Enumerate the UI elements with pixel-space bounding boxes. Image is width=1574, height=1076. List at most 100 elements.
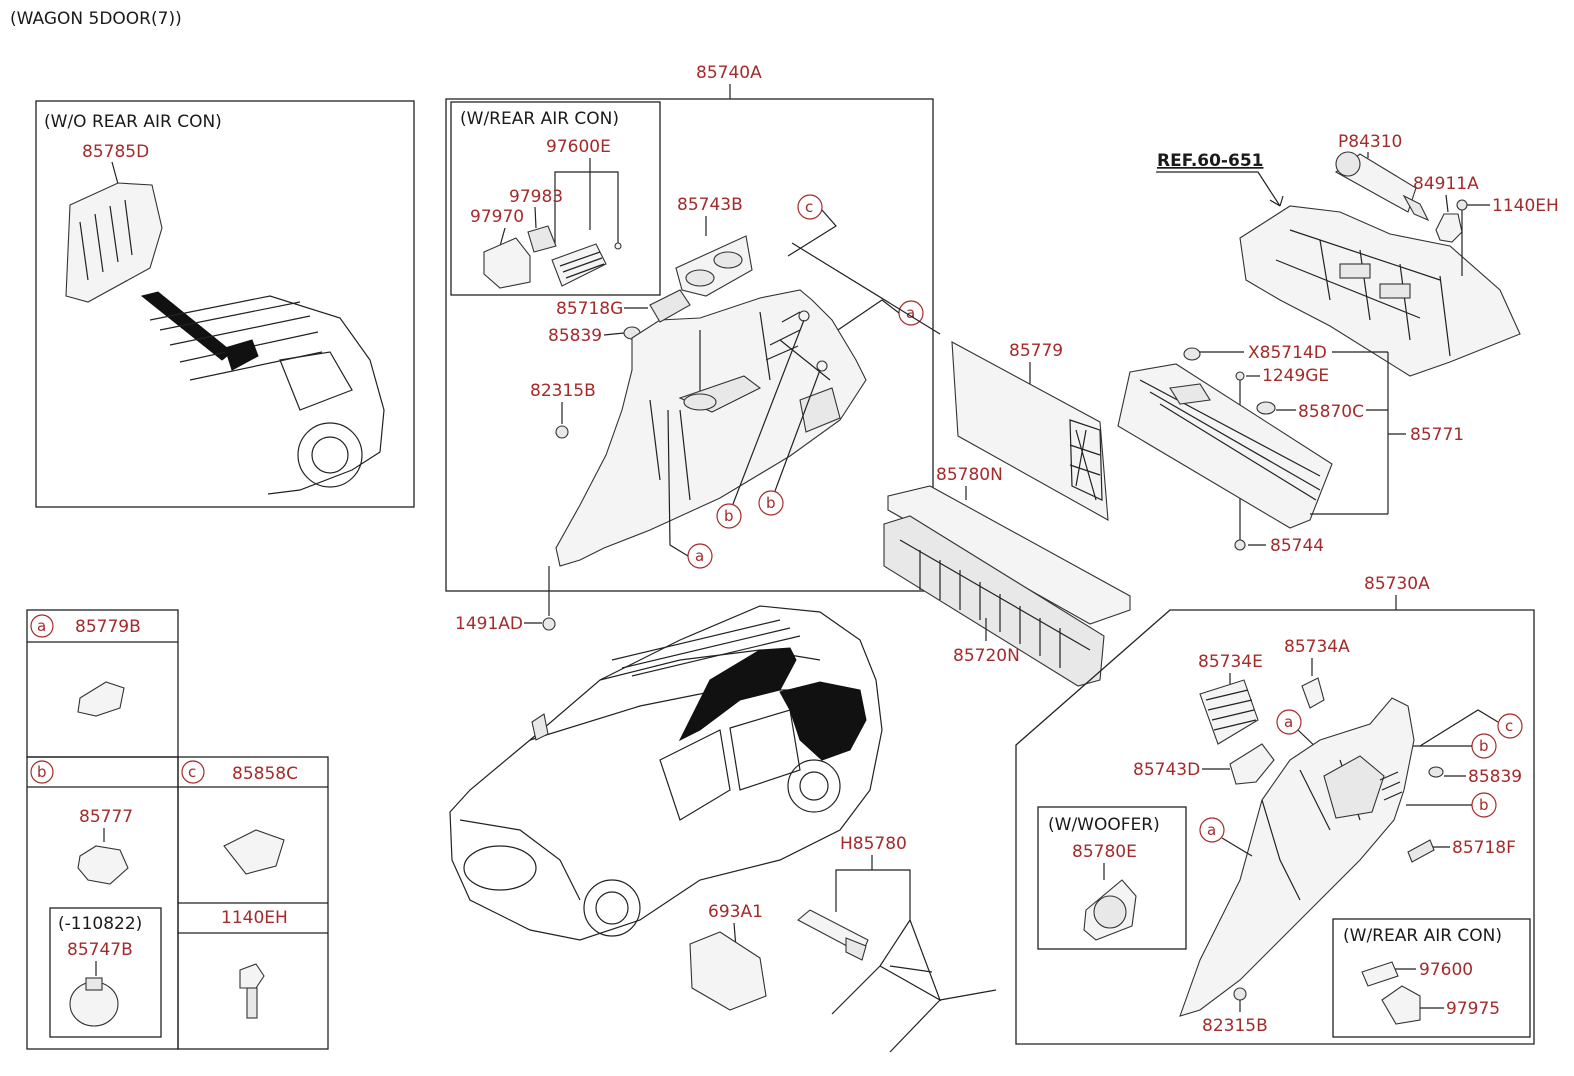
box-title-w-rear-air-con-top: (W/REAR AIR CON) <box>460 109 619 129</box>
callout-b-right-2-letter: b <box>1479 796 1489 814</box>
box-title-w-woofer: (W/WOOFER) <box>1048 815 1160 835</box>
part-85777 <box>77 845 129 885</box>
label-97600E[interactable]: 97600E <box>546 137 611 157</box>
label-85740A[interactable]: 85740A <box>696 63 762 83</box>
part-85747B <box>69 977 119 1027</box>
label-97600[interactable]: 97600 <box>1419 960 1473 980</box>
legend-letter-a: a <box>37 617 46 635</box>
label-85839-top[interactable]: 85839 <box>548 326 602 346</box>
label-X85714D[interactable]: X85714D <box>1248 343 1327 363</box>
callout-b-right <box>758 490 784 516</box>
callout-c-top-letter: c <box>805 198 813 216</box>
date-note: (-110822) <box>58 914 142 934</box>
label-H85780[interactable]: H85780 <box>840 834 907 854</box>
callout-a-right-box-1-letter: a <box>1284 713 1293 731</box>
callout-b-right-1-letter: b <box>1479 737 1489 755</box>
label-1491AD[interactable]: 1491AD <box>455 614 523 634</box>
label-1140EH-legend[interactable]: 1140EH <box>221 908 288 928</box>
box-85740A <box>445 98 934 592</box>
sill-trim-85771 <box>1117 363 1333 529</box>
callout-c-top <box>797 194 823 220</box>
box-w-rear-air-con-top <box>450 101 661 296</box>
part-1140EH <box>239 963 265 1019</box>
label-85744[interactable]: 85744 <box>1270 536 1324 556</box>
part-85734A <box>1301 677 1325 709</box>
label-1140EH-top[interactable]: 1140EH <box>1492 196 1559 216</box>
label-85734A[interactable]: 85734A <box>1284 637 1350 657</box>
rear-floor-panel <box>1239 205 1521 377</box>
label-85720N[interactable]: 85720N <box>953 646 1020 666</box>
box-85730A <box>1015 609 1535 1045</box>
label-85734E[interactable]: 85734E <box>1198 652 1263 672</box>
box-w-rear-air-con-bottom <box>1332 918 1531 1038</box>
rear-car-sketch <box>149 295 385 495</box>
label-85779[interactable]: 85779 <box>1009 341 1063 361</box>
label-97975[interactable]: 97975 <box>1446 999 1500 1019</box>
part-85734E <box>1199 679 1259 745</box>
part-85785D-cover <box>65 182 233 361</box>
part-85743D <box>1229 743 1275 785</box>
label-85839-bottom[interactable]: 85839 <box>1468 767 1522 787</box>
label-693A1[interactable]: 693A1 <box>708 902 763 922</box>
center-car-illustration <box>449 605 883 941</box>
box-title-w-rear-air-con-bottom: (W/REAR AIR CON) <box>1343 926 1502 946</box>
diagram-title: (WAGON 5DOOR(7)) <box>10 9 182 29</box>
label-85747B[interactable]: 85747B <box>67 940 133 960</box>
quarter-trim-panel <box>555 289 867 567</box>
callout-a-bottom-letter: a <box>695 547 704 565</box>
label-85870C[interactable]: 85870C <box>1298 402 1364 422</box>
box-title-wo-rear-air-con: (W/O REAR AIR CON) <box>44 112 222 132</box>
legend-callout-a <box>30 614 54 638</box>
legend-letter-b: b <box>37 763 47 781</box>
part-85743B <box>675 235 753 297</box>
callout-b-left-letter: b <box>724 507 734 525</box>
cargo-net-85779 <box>951 341 1109 521</box>
woofer-cover-85780E <box>1083 879 1137 941</box>
label-85780E[interactable]: 85780E <box>1072 842 1137 862</box>
callout-c-right <box>1497 713 1523 739</box>
callout-a-right-box-2 <box>1199 817 1225 843</box>
part-97975 <box>1381 985 1421 1025</box>
part-97600 <box>1361 961 1399 987</box>
part-84911A <box>1435 213 1463 243</box>
label-97970[interactable]: 97970 <box>470 207 524 227</box>
box-wo-rear-air-con <box>35 100 415 508</box>
callout-b-left <box>716 503 742 529</box>
label-1249GE[interactable]: 1249GE <box>1262 366 1329 386</box>
label-85858C[interactable]: 85858C <box>232 764 298 784</box>
air-vent-parts <box>483 225 622 289</box>
quarter-trim-panel-right <box>1179 697 1415 1017</box>
callout-a-right-letter: a <box>906 304 915 322</box>
label-85743D[interactable]: 85743D <box>1133 760 1200 780</box>
part-85779B <box>77 681 125 717</box>
part-693A1 <box>689 931 767 1011</box>
label-85718G[interactable]: 85718G <box>556 299 623 319</box>
part-P84310 <box>1334 151 1430 222</box>
label-85777[interactable]: 85777 <box>79 807 133 827</box>
legend-callout-b <box>30 760 54 784</box>
part-H85780 <box>797 909 997 1053</box>
ref-label: REF.60-651 <box>1157 151 1263 171</box>
label-85785D[interactable]: 85785D <box>82 142 149 162</box>
tonneau-cover-85780N <box>883 485 1131 687</box>
label-82315B-top[interactable]: 82315B <box>530 381 596 401</box>
callout-a-right-box-2-letter: a <box>1207 821 1216 839</box>
legend-callout-c <box>181 760 205 784</box>
label-P84310[interactable]: P84310 <box>1338 132 1402 152</box>
label-85743B[interactable]: 85743B <box>677 195 743 215</box>
legend-table <box>26 609 329 1050</box>
callout-c-right-letter: c <box>1505 717 1513 735</box>
callout-b-right-letter: b <box>766 494 776 512</box>
part-85858C <box>223 829 285 875</box>
label-85718F[interactable]: 85718F <box>1452 838 1516 858</box>
label-85779B[interactable]: 85779B <box>75 617 141 637</box>
label-85771[interactable]: 85771 <box>1410 425 1464 445</box>
legend-letter-c: c <box>188 763 196 781</box>
label-85730A[interactable]: 85730A <box>1364 574 1430 594</box>
label-82315B-bottom[interactable]: 82315B <box>1202 1016 1268 1036</box>
label-84911A[interactable]: 84911A <box>1413 174 1479 194</box>
box-w-woofer <box>1037 806 1187 950</box>
label-85780N[interactable]: 85780N <box>936 465 1003 485</box>
label-97983[interactable]: 97983 <box>509 187 563 207</box>
